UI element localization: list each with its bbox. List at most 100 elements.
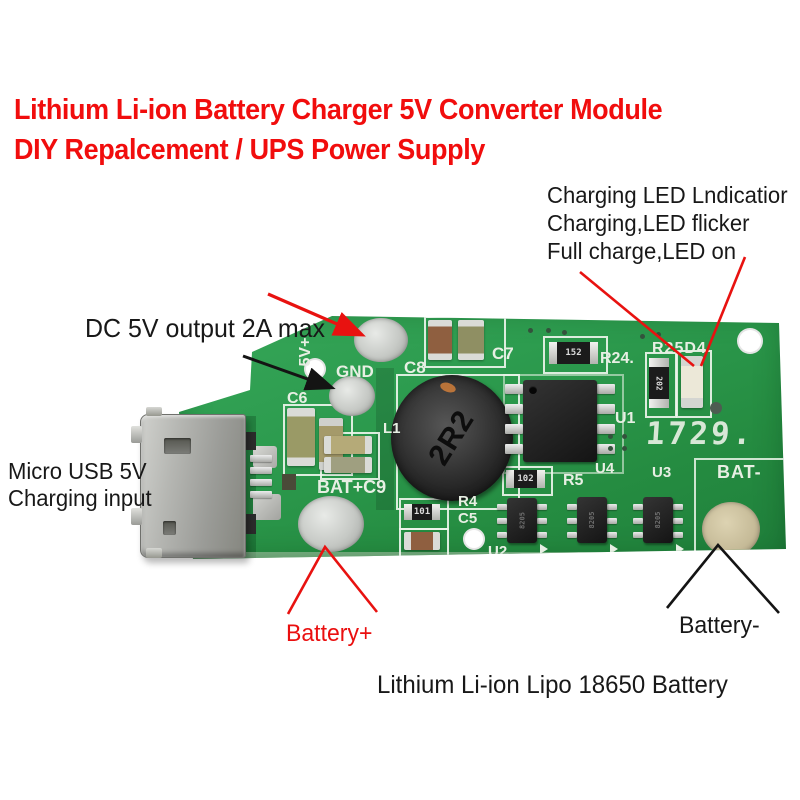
ic-pin	[597, 424, 615, 434]
bottom-caption: Lithium Li-ion Lipo 18650 Battery	[377, 671, 728, 699]
usb-shell-dimple	[164, 438, 191, 454]
resistor-end	[649, 358, 669, 367]
mounting-hole	[737, 328, 763, 354]
resistor-marking: 202	[654, 375, 664, 391]
silkscreen-u1: U1	[615, 410, 636, 427]
resistor-r4: 101	[404, 504, 440, 520]
ic-pin	[567, 532, 577, 538]
capacitor-c9	[324, 436, 372, 454]
ic-pin	[597, 384, 615, 394]
silkscreen-r25d4: R25D4	[652, 340, 707, 357]
resistor-end	[649, 399, 669, 408]
silkscreen-u2: U2	[488, 543, 508, 560]
ic-pin	[497, 504, 507, 510]
silkscreen-triangle	[676, 544, 684, 554]
ic-pin	[673, 532, 683, 538]
ic-pin	[505, 424, 523, 434]
usb-mount-foot	[146, 407, 162, 416]
ic-pin	[505, 444, 523, 454]
ic-u1	[523, 380, 597, 462]
resistor-end	[506, 470, 514, 488]
ic-marking: 8205	[588, 511, 596, 529]
ic-u4: 8205	[577, 497, 607, 543]
usb-solder-pin	[250, 479, 272, 486]
ic-pin	[537, 518, 547, 524]
ic-pin1-dot	[529, 386, 537, 394]
ic-pin	[633, 504, 643, 510]
resistor-r24: 152	[549, 342, 598, 364]
ic-pin	[673, 504, 683, 510]
solder-pad-battery-plus	[298, 496, 364, 552]
resistor-end	[404, 504, 412, 520]
micro-usb-line-2: Charging input	[8, 485, 152, 511]
ic-pin	[633, 518, 643, 524]
test-point	[710, 402, 722, 414]
silkscreen-gnd: GND	[336, 362, 374, 381]
usb-mount-foot	[146, 548, 162, 558]
resistor-end	[537, 470, 545, 488]
silkscreen-corner-batminus	[694, 458, 786, 559]
silkscreen-r4: R4	[458, 493, 478, 510]
ic-marking: 8205	[654, 511, 662, 529]
resistor-end	[549, 342, 557, 364]
silkscreen-box-r5	[502, 466, 553, 496]
via	[608, 446, 613, 451]
usb-shell-dimple	[163, 521, 176, 535]
usb-mount-foot	[131, 426, 142, 443]
battery-minus-label: Battery-	[679, 612, 760, 639]
via	[546, 328, 551, 333]
solder-pad-battery-minus	[702, 502, 760, 556]
pointer-lines-battery-minus	[665, 542, 780, 614]
charging-led-d4	[681, 356, 703, 408]
micro-usb-connector	[140, 414, 246, 558]
micro-usb-line-1: Micro USB 5V	[8, 458, 147, 484]
capacitor-c6	[287, 408, 315, 466]
ic-pin	[537, 504, 547, 510]
silkscreen-c8: C8	[404, 358, 426, 377]
ic-u2: 8205	[507, 498, 537, 543]
via	[622, 434, 627, 439]
capacitor	[428, 320, 452, 360]
silkscreen-l1: L1	[383, 420, 401, 437]
ic-pin	[607, 532, 617, 538]
usb-solder-pin	[250, 467, 272, 474]
silkscreen-c7: C7	[492, 344, 514, 363]
silkscreen-r5: R5	[563, 472, 584, 489]
silkscreen-u3: U3	[652, 464, 672, 481]
ic-pin	[567, 518, 577, 524]
solder-pad-5v	[354, 318, 408, 362]
capacitor	[324, 457, 372, 473]
micro-usb-note: Micro USB 5V Charging input	[8, 458, 152, 512]
resistor-marking: 102	[514, 470, 537, 488]
silkscreen-batc9: BAT+C9	[317, 477, 387, 497]
capacitor	[458, 320, 484, 360]
ic-pin	[597, 444, 615, 454]
via	[528, 328, 533, 333]
via	[622, 446, 627, 451]
via	[562, 330, 567, 335]
resistor-end	[590, 342, 598, 364]
resistor-r25: 202	[649, 358, 669, 408]
date-code: 1729.	[644, 416, 756, 452]
ic-pin	[505, 384, 523, 394]
capacitor-c5	[404, 532, 440, 550]
ic-pin	[497, 518, 507, 524]
silkscreen-triangle	[540, 544, 548, 554]
ic-u3: 8205	[643, 497, 673, 543]
ic-pin	[673, 518, 683, 524]
silkscreen-batminus: BAT-	[717, 462, 762, 482]
ic-pin	[633, 532, 643, 538]
ic-pin	[607, 504, 617, 510]
usb-solder-pin	[250, 455, 272, 462]
pcb-trace-area	[376, 368, 394, 510]
usb-solder-pin	[250, 491, 272, 498]
inductor-l1: 2R2	[391, 375, 513, 501]
mounting-hole	[463, 528, 485, 550]
via	[640, 334, 645, 339]
resistor-r5: 102	[506, 470, 545, 488]
pcb-bottom-edge	[179, 552, 786, 559]
ic-pin	[505, 404, 523, 414]
title-line-1: Lithium Li-ion Battery Charger 5V Conver…	[14, 94, 663, 126]
charging-led-line-3: Full charge,LED on	[547, 238, 737, 264]
smd-part	[253, 494, 281, 520]
